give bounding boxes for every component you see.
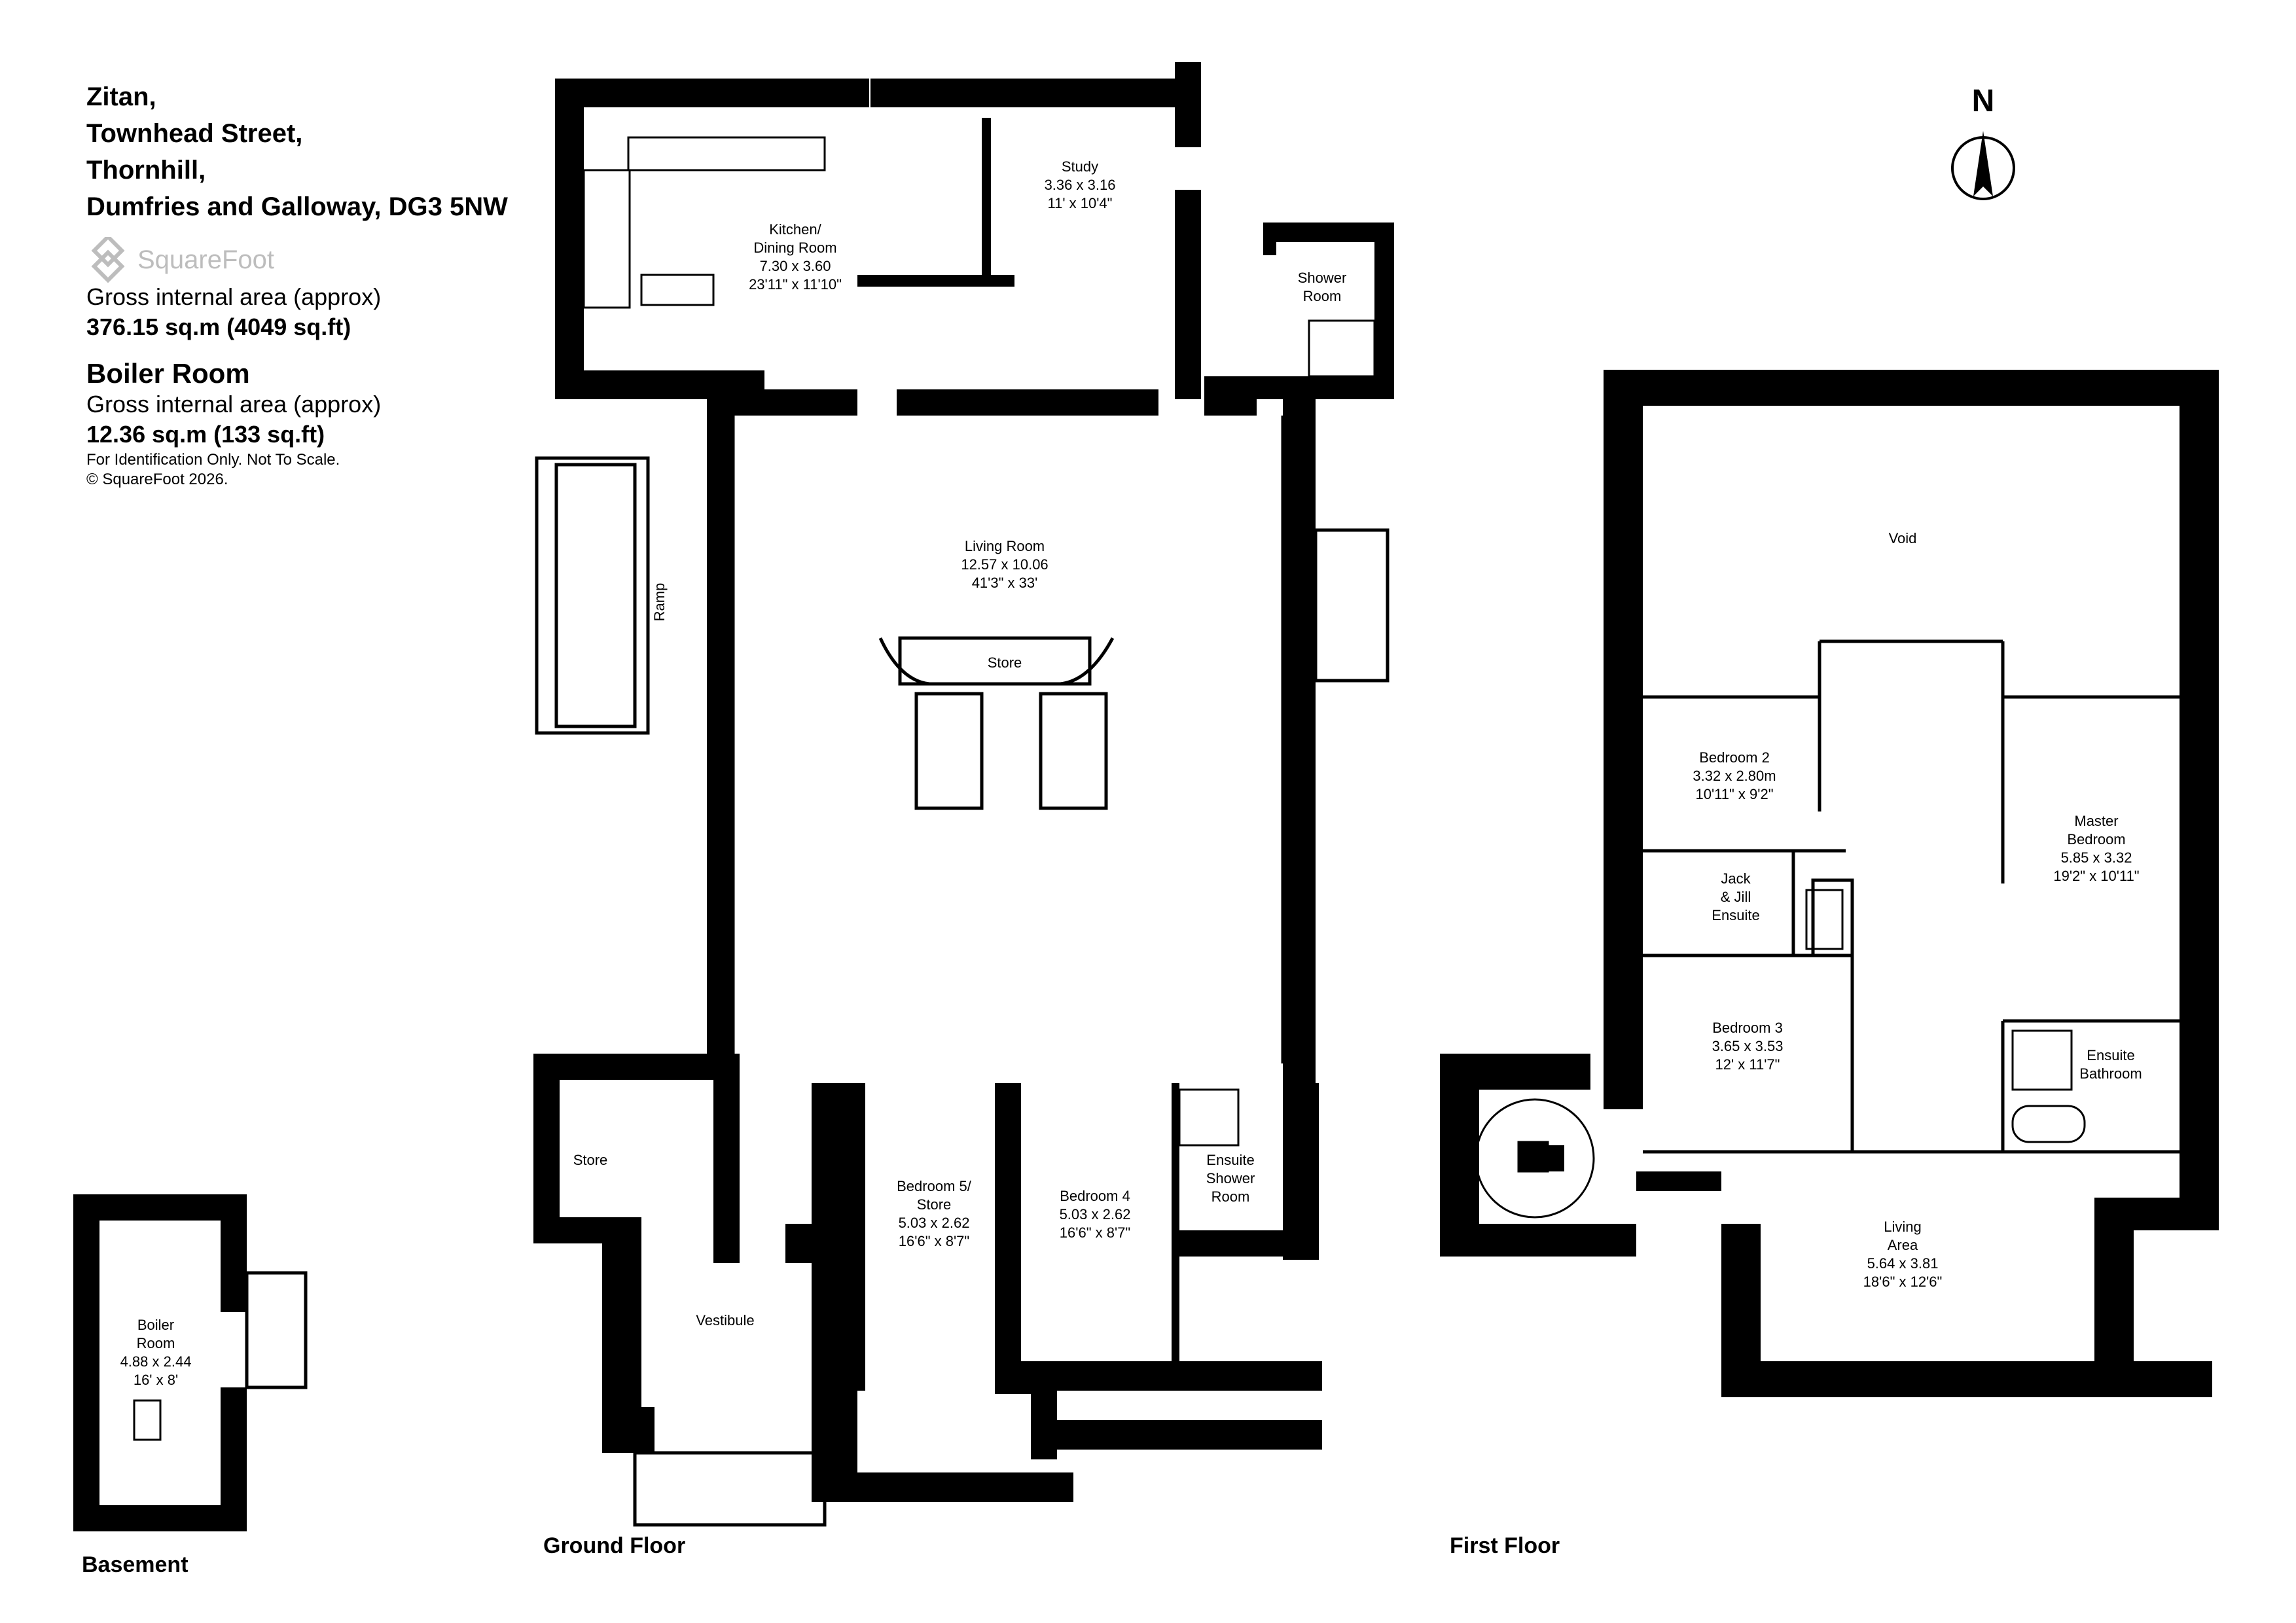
room-jack-jill-line: Ensuite <box>1712 907 1759 923</box>
room-living-line: 12.57 x 10.06 <box>961 556 1048 573</box>
room-boiler-line: Room <box>137 1335 175 1351</box>
room-study-line: 3.36 x 3.16 <box>1045 177 1116 193</box>
gross-area-value: 376.15 sq.m (4049 sq.ft) <box>86 313 351 340</box>
room-bedroom5-line: 5.03 x 2.62 <box>899 1215 970 1231</box>
room-bedroom5-line: Bedroom 5/ <box>897 1178 972 1194</box>
room-bedroom4-line: 16'6" x 8'7" <box>1060 1224 1130 1241</box>
brand-name: SquareFoot <box>137 245 275 274</box>
boiler-area-label: Gross internal area (approx) <box>86 391 382 418</box>
room-store-center: Store <box>988 654 1022 671</box>
room-living-line: Living Room <box>965 538 1045 554</box>
squarefoot-logo-icon <box>91 237 125 283</box>
room-shower-line: Shower <box>1298 270 1347 286</box>
room-bedroom3-line: 3.65 x 3.53 <box>1712 1038 1784 1054</box>
room-bedroom3-line: Bedroom 3 <box>1712 1020 1783 1036</box>
room-master-line: 19'2" x 10'11" <box>2053 868 2139 884</box>
room-ensuite-shower-line: Ensuite <box>1206 1152 1254 1168</box>
gross-area-label: Gross internal area (approx) <box>86 283 382 310</box>
room-jack-jill-line: Jack <box>1721 870 1751 887</box>
property-info: Zitan, Townhead Street, Thornhill, Dumfr… <box>86 79 584 490</box>
room-ensuite-shower-line: Shower <box>1206 1170 1255 1186</box>
room-shower-line: Room <box>1303 288 1342 304</box>
room-labels: Kitchen/ Dining Room 7.30 x 3.60 23'11" … <box>120 158 2142 1388</box>
room-living-area-line: 18'6" x 12'6" <box>1863 1274 1943 1290</box>
room-ensuite-bath-line: Ensuite <box>2087 1047 2134 1063</box>
room-kitchen-line: 23'11" x 11'10" <box>749 276 842 293</box>
fixtures <box>133 136 2086 1441</box>
room-living-area-line: Area <box>1888 1237 1918 1253</box>
interior-partitions <box>245 416 2179 1527</box>
room-living-line: 41'3" x 33' <box>972 575 1038 591</box>
room-ramp: Ramp <box>651 583 668 622</box>
room-master-line: Master <box>2074 813 2118 829</box>
room-ensuite-shower-line: Room <box>1211 1188 1250 1205</box>
room-void: Void <box>1889 530 1917 546</box>
room-living-area-line: Living <box>1884 1219 1921 1235</box>
room-master-line: Bedroom <box>2067 831 2125 847</box>
address-line: Dumfries and Galloway, DG3 5NW <box>86 192 508 221</box>
room-kitchen-line: 7.30 x 3.60 <box>760 258 831 274</box>
room-master-line: 5.85 x 3.32 <box>2061 849 2132 866</box>
room-study-line: 11' x 10'4" <box>1048 195 1113 211</box>
room-boiler-line: 16' x 8' <box>134 1372 178 1388</box>
north-arrow-icon <box>1951 131 2015 200</box>
room-living-area-line: 5.64 x 3.81 <box>1867 1255 1939 1272</box>
floor-label-first: First Floor <box>1450 1533 1560 1558</box>
brand-logo: SquareFoot <box>86 237 584 283</box>
room-bedroom3-line: 12' x 11'7" <box>1715 1056 1780 1073</box>
room-vestibule: Vestibule <box>696 1312 754 1329</box>
disclaimer: For Identification Only. Not To Scale. <box>86 451 340 469</box>
floor-label-ground: Ground Floor <box>543 1533 686 1558</box>
address-line: Zitan, <box>86 82 156 111</box>
floor-label-basement: Basement <box>82 1552 188 1577</box>
room-study-line: Study <box>1062 158 1098 175</box>
room-bedroom4-line: 5.03 x 2.62 <box>1060 1206 1131 1222</box>
room-bedroom5-line: 16'6" x 8'7" <box>899 1233 969 1249</box>
room-boiler-line: 4.88 x 2.44 <box>120 1353 192 1370</box>
room-bedroom5-line: Store <box>917 1196 952 1213</box>
boiler-room-title: Boiler Room <box>86 358 250 389</box>
address-line: Townhead Street, <box>86 119 303 148</box>
room-jack-jill-line: & Jill <box>1721 889 1751 905</box>
boiler-area-value: 12.36 sq.m (133 sq.ft) <box>86 421 325 448</box>
room-bedroom2-line: 3.32 x 2.80m <box>1693 768 1776 784</box>
room-boiler-line: Boiler <box>137 1317 174 1333</box>
address-line: Thornhill, <box>86 156 206 185</box>
walls <box>73 62 2219 1531</box>
room-store-left: Store <box>573 1152 608 1168</box>
room-kitchen-line: Dining Room <box>753 240 836 256</box>
room-kitchen-line: Kitchen/ <box>769 221 821 238</box>
compass-label: N <box>1972 84 1995 118</box>
room-bedroom2-line: 10'11" x 9'2" <box>1695 786 1773 802</box>
room-bedroom2-line: Bedroom 2 <box>1699 749 1770 766</box>
room-ensuite-bath-line: Bathroom <box>2079 1065 2142 1082</box>
room-bedroom4-line: Bedroom 4 <box>1060 1188 1130 1204</box>
copyright: © SquareFoot 2026. <box>86 471 228 488</box>
